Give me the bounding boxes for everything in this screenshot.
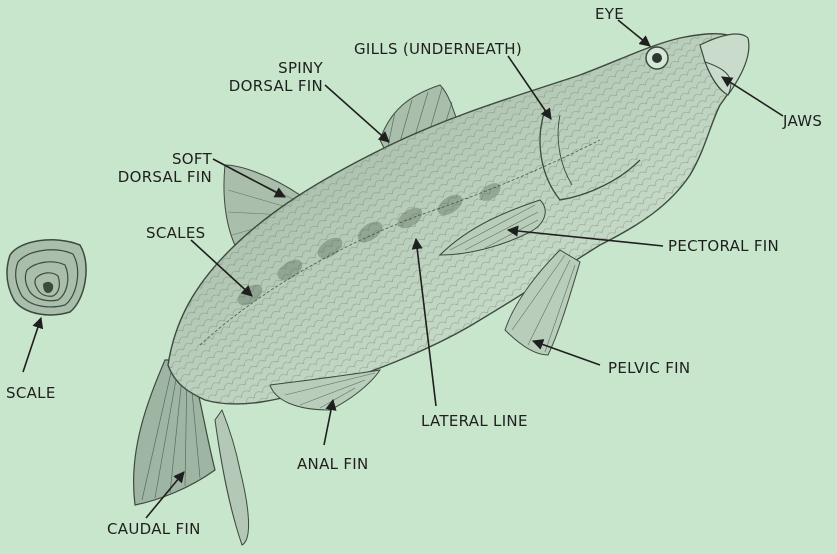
arrow-spiny-dorsal <box>325 85 389 142</box>
lower-tail-lobe <box>215 410 249 545</box>
label-eye: EYE <box>595 5 624 23</box>
label-jaws: JAWS <box>783 112 822 130</box>
label-caudal-fin: CAUDAL FIN <box>107 520 201 538</box>
label-anal-fin: ANAL FIN <box>297 455 369 473</box>
label-spiny-dorsal-fin: SPINY DORSAL FIN <box>211 59 323 95</box>
label-pelvic-fin: PELVIC FIN <box>608 359 690 377</box>
arrow-scale <box>23 318 41 372</box>
label-scale: SCALE <box>6 384 56 402</box>
label-pectoral-fin: PECTORAL FIN <box>668 237 779 255</box>
label-scales: SCALES <box>146 224 205 242</box>
scale-illustration <box>7 240 86 315</box>
arrow-eye <box>618 20 650 46</box>
arrow-jaws <box>722 77 783 116</box>
label-lateral-line: LATERAL LINE <box>421 412 528 430</box>
label-gills: GILLS (UNDERNEATH) <box>354 40 522 58</box>
label-soft-dorsal-fin: SOFT DORSAL FIN <box>100 150 212 186</box>
